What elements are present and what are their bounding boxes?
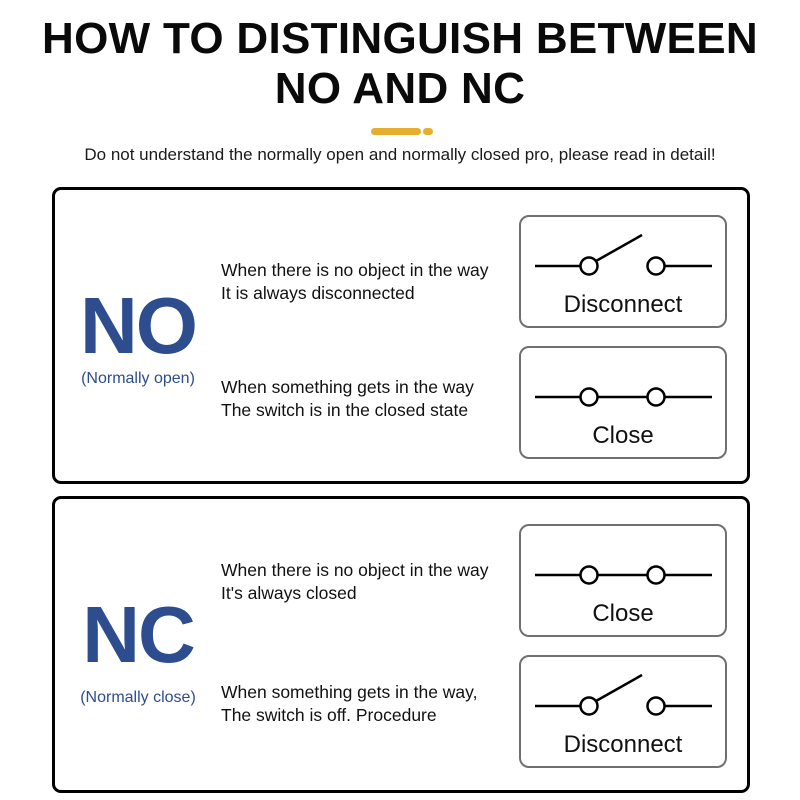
nc-panel: NC (Normally close) When there is no obj…: [52, 496, 750, 793]
switch-open-icon: [535, 673, 712, 716]
switch-label: Close: [592, 422, 654, 449]
nc-row-2-switch-box: Disconnect: [519, 655, 727, 768]
accent-divider: [371, 128, 433, 135]
nc-row-1-description: When there is no object in the way It's …: [221, 559, 521, 605]
switch-closed-icon: [535, 565, 712, 585]
switch-label: Disconnect: [563, 731, 683, 758]
no-row-2-description: When something gets in the way The switc…: [221, 376, 521, 422]
description-line: When something gets in the way,: [221, 682, 478, 702]
switch-label: Close: [592, 600, 654, 627]
title-line-1: HOW TO DISTINGUISH BETWEEN: [42, 14, 758, 63]
description-line: It's always closed: [221, 583, 357, 603]
accent-bar: [371, 128, 421, 135]
no-row-2-switch-box: Close: [519, 346, 727, 459]
no-row-1-switch-box: Disconnect: [519, 215, 727, 328]
subtitle: Do not understand the normally open and …: [84, 145, 716, 164]
nc-row-1-switch-box: Close: [519, 524, 727, 637]
description-line: When there is no object in the way: [221, 260, 489, 280]
no-row-1-description: When there is no object in the way It is…: [221, 259, 521, 305]
description-line: The switch is off. Procedure: [221, 705, 437, 725]
description-line: When something gets in the way: [221, 377, 474, 397]
accent-bar-tip: [423, 128, 433, 135]
title-line-2: NO AND NC: [274, 64, 526, 113]
description-line: It is always disconnected: [221, 283, 415, 303]
switch-label: Disconnect: [563, 291, 683, 318]
nc-sublabel: (Normally close): [80, 689, 196, 706]
page-title: HOW TO DISTINGUISH BETWEEN NO AND NC: [0, 14, 800, 114]
description-line: When there is no object in the way: [221, 560, 489, 580]
description-line: The switch is in the closed state: [221, 400, 469, 420]
switch-open-icon: [535, 233, 712, 276]
no-panel: NO (Normally open) When there is no obje…: [52, 187, 750, 484]
nc-row-2-description: When something gets in the way, The swit…: [221, 681, 521, 727]
no-sublabel: (Normally open): [81, 370, 195, 387]
nc-label: NC: [82, 590, 196, 679]
no-label: NO: [80, 281, 198, 370]
switch-closed-icon: [535, 387, 712, 407]
